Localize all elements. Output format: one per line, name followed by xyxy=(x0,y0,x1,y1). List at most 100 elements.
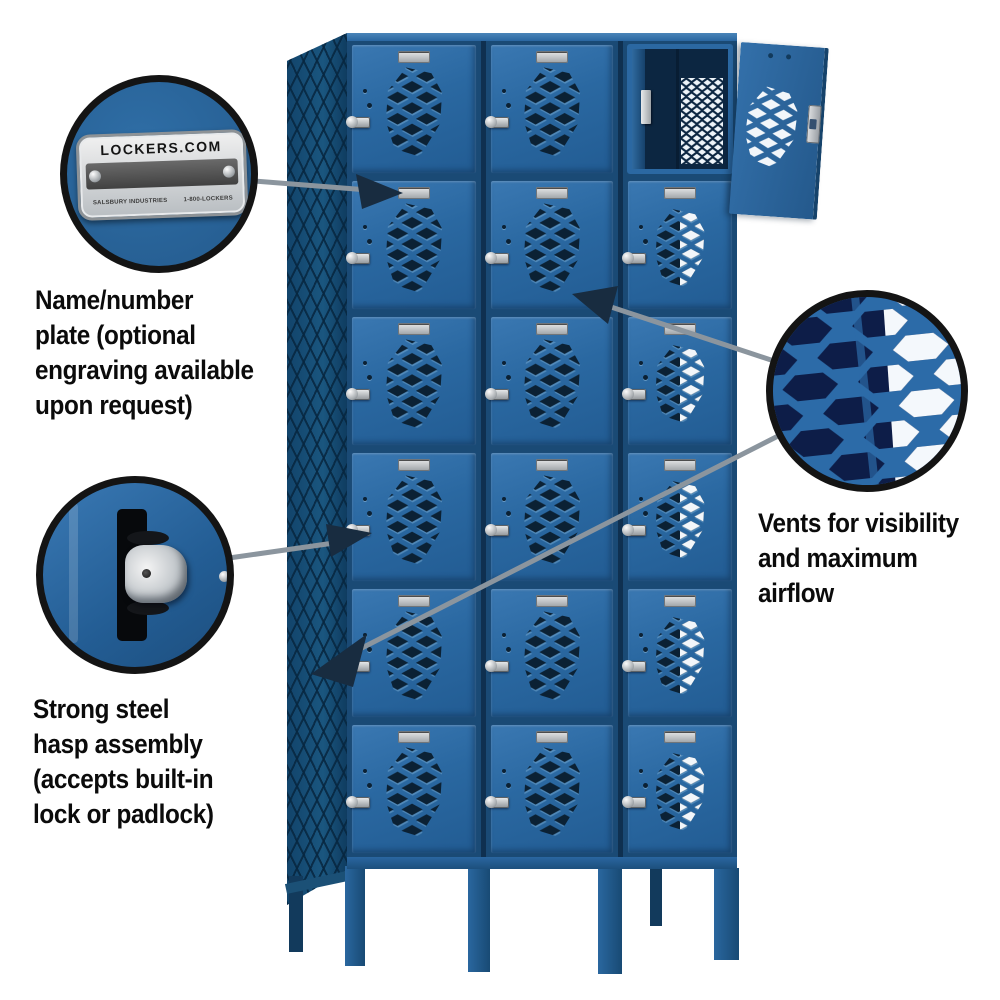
door-latch xyxy=(485,524,509,536)
locker-leg xyxy=(650,868,662,926)
locker-column-3 xyxy=(622,41,737,857)
padlock-hole xyxy=(502,361,506,365)
door-latch xyxy=(485,660,509,672)
padlock-hole xyxy=(506,239,511,244)
padlock-hole xyxy=(785,54,792,60)
vent-mesh-closeup xyxy=(773,297,961,485)
locker-door xyxy=(346,316,477,446)
door-latch xyxy=(346,388,370,400)
door-hasp xyxy=(806,104,822,144)
locker-door xyxy=(485,180,614,310)
padlock-hole xyxy=(363,225,367,229)
padlock-hole xyxy=(506,783,511,788)
door-edge-highlight xyxy=(69,503,78,643)
locker-side-panel-vented xyxy=(287,33,347,905)
locker-door xyxy=(485,316,614,446)
locker-door xyxy=(485,588,614,718)
padlock-hole xyxy=(643,375,648,380)
padlock-hole xyxy=(367,783,372,788)
locker-door xyxy=(622,316,733,446)
padlock-hole xyxy=(643,511,648,516)
door-vents xyxy=(655,617,705,695)
padlock-hole xyxy=(767,52,774,59)
padlock-hole xyxy=(506,103,511,108)
door-vents xyxy=(385,67,443,157)
padlock-hole xyxy=(363,769,367,773)
door-latch xyxy=(346,796,370,808)
padlock-hole xyxy=(639,633,643,637)
screw-icon xyxy=(222,165,236,178)
locker-door xyxy=(346,452,477,582)
padlock-hole xyxy=(506,511,511,516)
vent-detail-circle xyxy=(766,290,968,492)
locker-leg xyxy=(714,868,739,960)
locker-door xyxy=(622,180,733,310)
locker-door xyxy=(485,452,614,582)
nameplate-closeup: LOCKERS.COM SALSBURY INDUSTRIES 1-800-LO… xyxy=(75,129,249,221)
door-number-plate xyxy=(398,51,430,63)
door-vents xyxy=(655,753,705,831)
door-vents xyxy=(655,209,705,287)
door-latch xyxy=(622,388,646,400)
locker-door xyxy=(346,180,477,310)
locker-door xyxy=(485,724,614,854)
padlock-hole xyxy=(367,647,372,652)
locker-column-2 xyxy=(485,41,618,857)
hasp-shadow xyxy=(127,531,169,545)
door-latch xyxy=(346,524,370,536)
door-vents xyxy=(523,339,581,429)
door-number-plate xyxy=(398,731,430,743)
compartment-divider xyxy=(676,49,680,169)
door-vents xyxy=(523,475,581,565)
padlock-hole xyxy=(367,103,372,108)
door-number-plate xyxy=(536,595,568,607)
padlock-hole xyxy=(367,239,372,244)
door-vents xyxy=(655,481,705,559)
padlock-hole xyxy=(502,89,506,93)
door-vents xyxy=(385,747,443,837)
arrow-anchor-ball xyxy=(219,571,227,582)
door-vents xyxy=(523,747,581,837)
locker-door xyxy=(622,588,733,718)
door-number-plate xyxy=(664,323,696,335)
door-latch xyxy=(485,388,509,400)
padlock-hole xyxy=(639,361,643,365)
open-locker-compartment xyxy=(627,44,733,174)
screw-icon xyxy=(88,170,102,183)
door-number-plate xyxy=(536,51,568,63)
padlock-hole xyxy=(367,375,372,380)
locker-leg xyxy=(468,868,490,972)
expanded-metal-mesh xyxy=(680,77,724,165)
door-latch xyxy=(485,796,509,808)
locker-door xyxy=(622,724,733,854)
door-latch xyxy=(485,252,509,264)
locker-leg xyxy=(289,876,303,952)
hasp-detail-circle xyxy=(36,476,234,674)
padlock-hole xyxy=(363,633,367,637)
door-number-plate xyxy=(536,323,568,335)
padlock-hole xyxy=(643,783,648,788)
nameplate-band xyxy=(85,158,239,190)
compartment-left-wall xyxy=(632,49,645,169)
locker-bottom-rail xyxy=(347,857,737,869)
nameplate-phone: 1-800-LOCKERS xyxy=(183,195,233,204)
door-latch xyxy=(622,796,646,808)
padlock-hole xyxy=(502,497,506,501)
padlock-hole xyxy=(643,647,648,652)
door-vents xyxy=(385,339,443,429)
padlock-hole xyxy=(506,375,511,380)
interior-latch-plate xyxy=(641,89,651,124)
locker-door xyxy=(346,44,477,174)
door-latch xyxy=(346,660,370,672)
door-vents-backlit xyxy=(743,85,800,170)
padlock-hole xyxy=(506,647,511,652)
locker-door xyxy=(485,44,614,174)
padlock-hole xyxy=(363,497,367,501)
door-vents xyxy=(523,203,581,293)
steel-hasp-closeup xyxy=(125,545,187,603)
hasp-rivet xyxy=(142,569,151,578)
door-number-plate xyxy=(398,595,430,607)
door-vents xyxy=(385,475,443,565)
locker-door xyxy=(622,452,733,582)
